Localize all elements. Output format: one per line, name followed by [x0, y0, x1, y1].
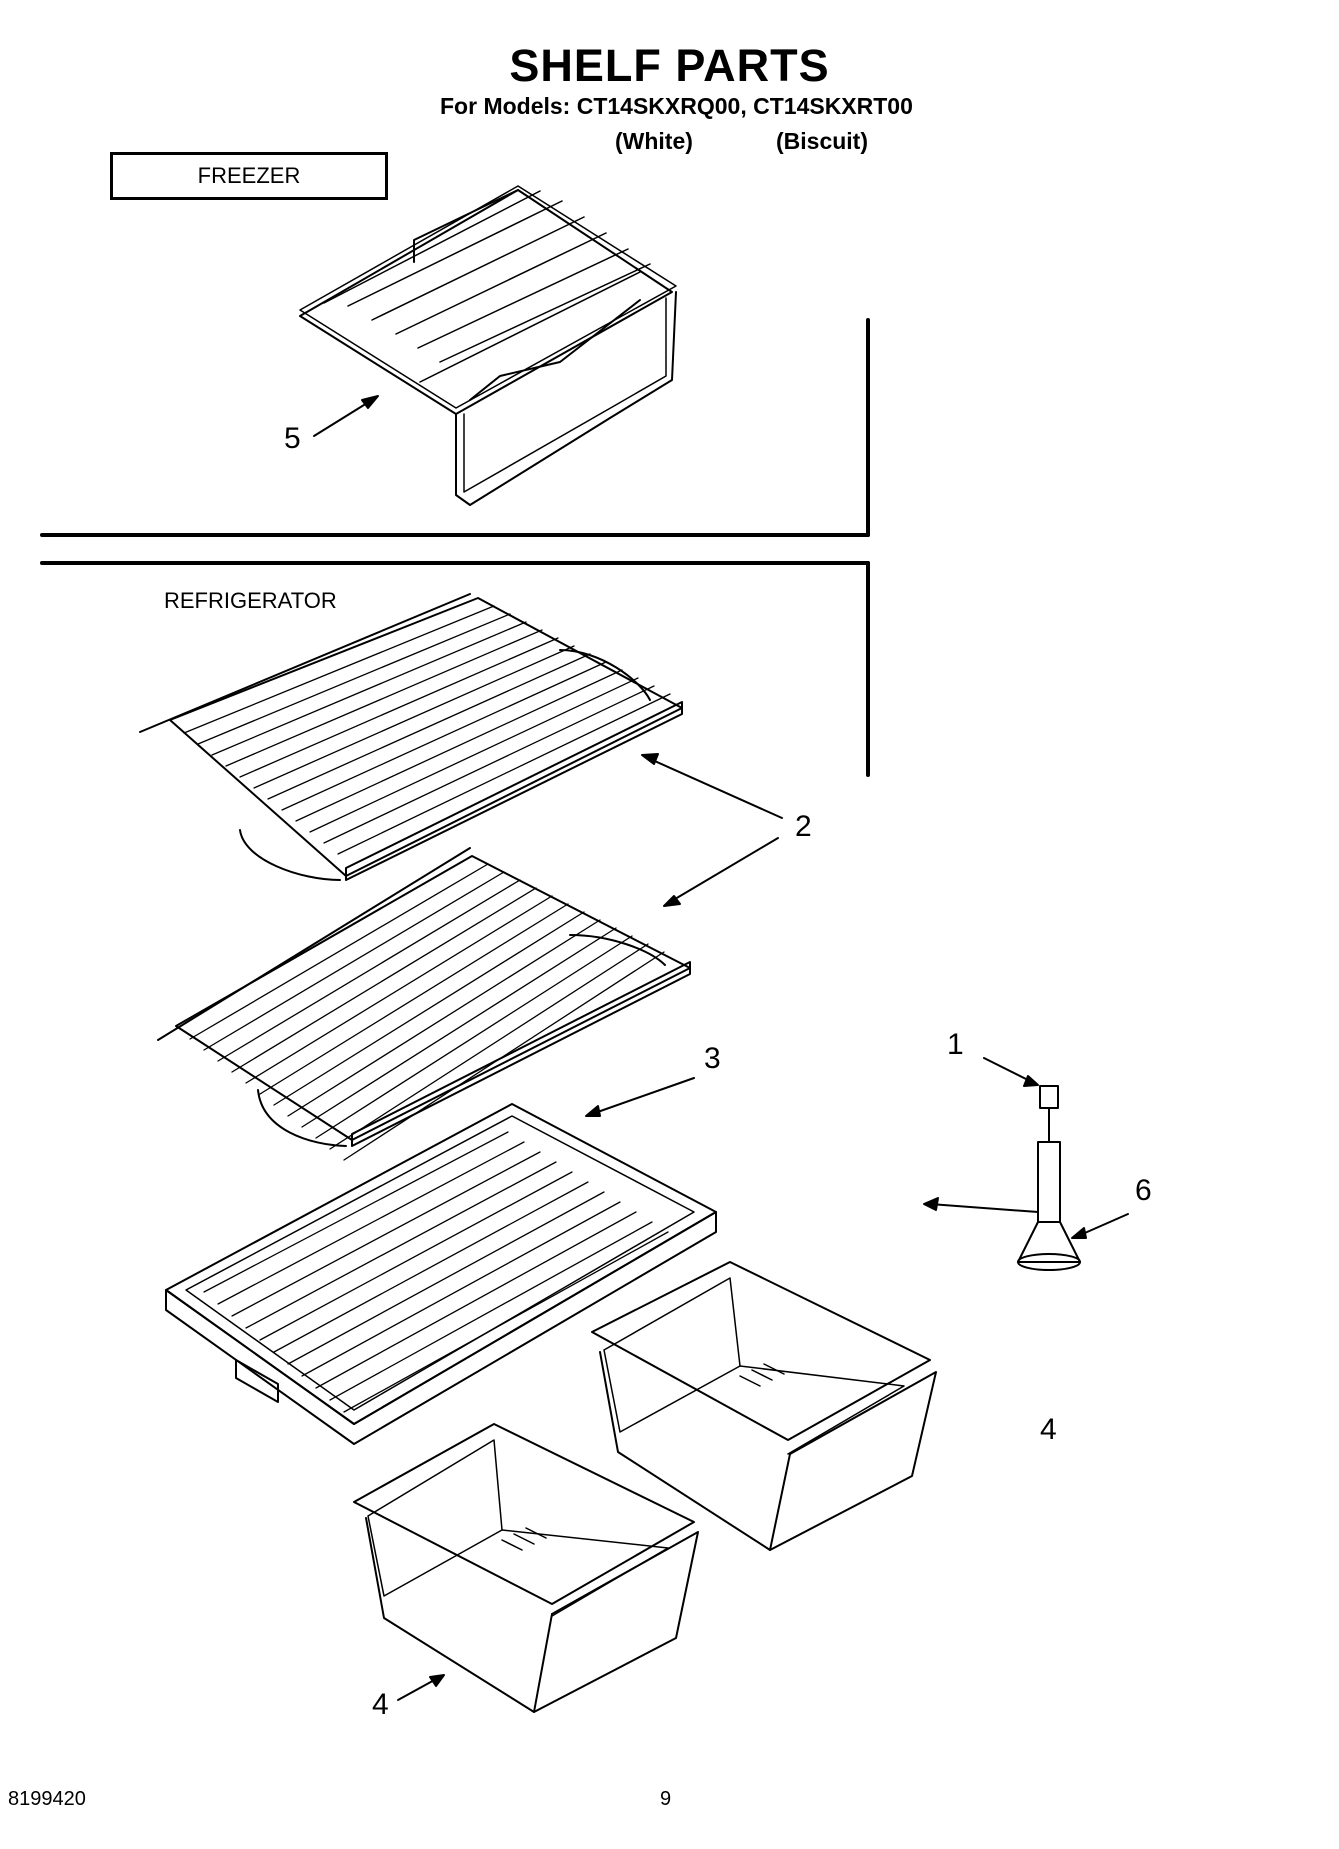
freezer-wire-shelf	[299, 185, 677, 506]
document-number: 8199420	[8, 1788, 86, 1810]
drawer-left-vents	[501, 1527, 547, 1551]
refrigerator-wire-shelf-lower	[157, 847, 691, 1161]
drawer-right-vents	[739, 1363, 785, 1387]
callout-2: 2	[795, 810, 812, 843]
freezer-section-bracket	[40, 318, 870, 537]
upper-shelf-rods	[183, 605, 671, 855]
crisper-cover-shelf	[165, 1103, 717, 1445]
models-line: For Models: CT14SKXRQ00, CT14SKXRT00	[440, 93, 913, 119]
refrigerator-section-label: REFRIGERATOR	[164, 588, 337, 613]
shelf-stud-part	[1039, 1085, 1059, 1143]
freezer-shelf-rods	[323, 190, 651, 383]
page-number: 9	[660, 1788, 672, 1810]
leader-arrows	[313, 395, 1129, 1701]
lower-shelf-rods	[189, 863, 665, 1161]
callout-4-right: 4	[1040, 1413, 1057, 1446]
callout-4-left: 4	[372, 1688, 389, 1721]
callout-6: 6	[1135, 1174, 1152, 1207]
freezer-section-box: FREEZER	[110, 152, 388, 200]
callout-1: 1	[947, 1028, 964, 1061]
crisper-drawer-right	[591, 1261, 937, 1551]
crisper-drawer-left	[353, 1423, 699, 1713]
refrigerator-wire-shelf-upper	[139, 593, 683, 881]
page-title: SHELF PARTS	[509, 40, 830, 91]
leveling-leg-part	[1017, 1141, 1081, 1271]
callout-5: 5	[284, 422, 301, 455]
color-biscuit-label: (Biscuit)	[776, 128, 868, 154]
refrigerator-section-bracket	[40, 561, 870, 777]
color-white-label: (White)	[615, 128, 693, 154]
callout-3: 3	[704, 1042, 721, 1075]
cover-shelf-ribs	[203, 1131, 669, 1413]
